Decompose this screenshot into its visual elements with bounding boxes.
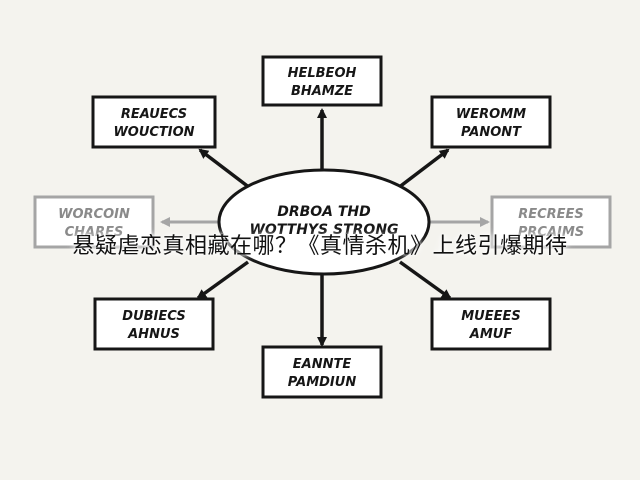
- node-top-left-line-2: WOUCTION: [113, 125, 194, 140]
- node-bottom-left-line-1: DUBIECS: [122, 309, 185, 324]
- node-bottom: EANNTE PAMDIUN: [261, 345, 383, 399]
- arrow-to-bottom-right: [398, 260, 452, 300]
- node-top-left: REAUECS WOUCTION: [91, 95, 217, 149]
- node-top-line-2: BHAMZE: [291, 84, 353, 99]
- node-top-right-line-1: WEROMM: [456, 107, 526, 122]
- overlay-caption: 悬疑虐恋真相藏在哪？《真情杀机》上线引爆期待: [72, 234, 568, 259]
- node-bottom-line-1: EANNTE: [293, 357, 352, 372]
- node-bottom-left: DUBIECS AHNUS: [93, 297, 215, 351]
- node-bottom-right-line-2: AMUF: [469, 327, 513, 342]
- connector-arrows: [196, 108, 452, 347]
- node-right: RECREES PRCAIMS: [490, 195, 612, 249]
- node-top: HELBEOH BHAMZE: [261, 55, 383, 107]
- node-right-line-2: PRCAIMS: [518, 225, 584, 240]
- arrow-to-top-left: [198, 148, 252, 190]
- center-node-line-2: WOTTHYS STRONG: [249, 222, 398, 238]
- node-left: WORCOIN CHARES: [33, 195, 155, 249]
- node-top-line-1: HELBEOH: [288, 66, 357, 81]
- arrow-to-bottom-left: [196, 260, 250, 300]
- node-bottom-left-line-2: AHNUS: [127, 327, 180, 342]
- node-left-line-2: CHARES: [65, 225, 124, 240]
- node-left-line-1: WORCOIN: [58, 207, 130, 222]
- center-node: DRBOA THD WOTTHYS STRONG: [217, 168, 431, 276]
- center-node-line-1: DRBOA THD: [277, 204, 371, 220]
- node-top-right-line-2: PANONT: [461, 125, 522, 140]
- arrow-to-top-right: [396, 148, 450, 190]
- node-right-line-1: RECREES: [518, 207, 584, 222]
- node-bottom-line-2: PAMDIUN: [288, 375, 357, 390]
- node-top-left-line-1: REAUECS: [121, 107, 187, 122]
- node-top-right: WEROMM PANONT: [430, 95, 552, 149]
- node-bottom-right-line-1: MUEEES: [461, 309, 521, 324]
- node-bottom-right: MUEEES AMUF: [430, 297, 552, 351]
